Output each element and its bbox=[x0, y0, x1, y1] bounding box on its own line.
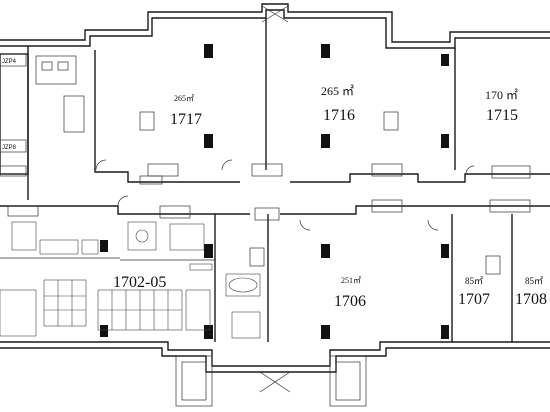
office-furniture bbox=[0, 221, 261, 339]
building-walls bbox=[0, 3, 550, 373]
structural-columns bbox=[100, 44, 449, 339]
unit-1716-number: 1716 bbox=[323, 107, 355, 124]
unit-labels: 265㎡ 1717 265 ㎡ 1716 170 ㎡ 1715 1702-05 … bbox=[113, 84, 547, 310]
unit-1715-number: 1715 bbox=[486, 107, 518, 124]
elevator-label-bottom: JZP8 bbox=[2, 145, 17, 151]
unit-1716-area: 265 ㎡ bbox=[321, 84, 354, 98]
unit-1706-number: 1706 bbox=[334, 293, 366, 310]
unit-1706-area: 251㎡ bbox=[341, 276, 361, 285]
unit-1708-number: 1708 bbox=[515, 291, 547, 308]
service-core: JZP4 JZP8 bbox=[0, 53, 85, 177]
unit-1707-number: 1707 bbox=[458, 291, 490, 308]
unit-1707-area: 85㎡ bbox=[465, 276, 483, 286]
window-units bbox=[7, 5, 531, 407]
unit-1717-number: 1717 bbox=[170, 111, 202, 128]
door-swings bbox=[95, 159, 475, 231]
unit-1702-05-number: 1702-05 bbox=[113, 274, 166, 291]
unit-1708-area: 85㎡ bbox=[525, 276, 543, 286]
elevator-label-top: JZP4 bbox=[2, 59, 17, 65]
unit-1715-area: 170 ㎡ bbox=[485, 88, 518, 102]
unit-1717-area: 265㎡ bbox=[174, 94, 194, 103]
